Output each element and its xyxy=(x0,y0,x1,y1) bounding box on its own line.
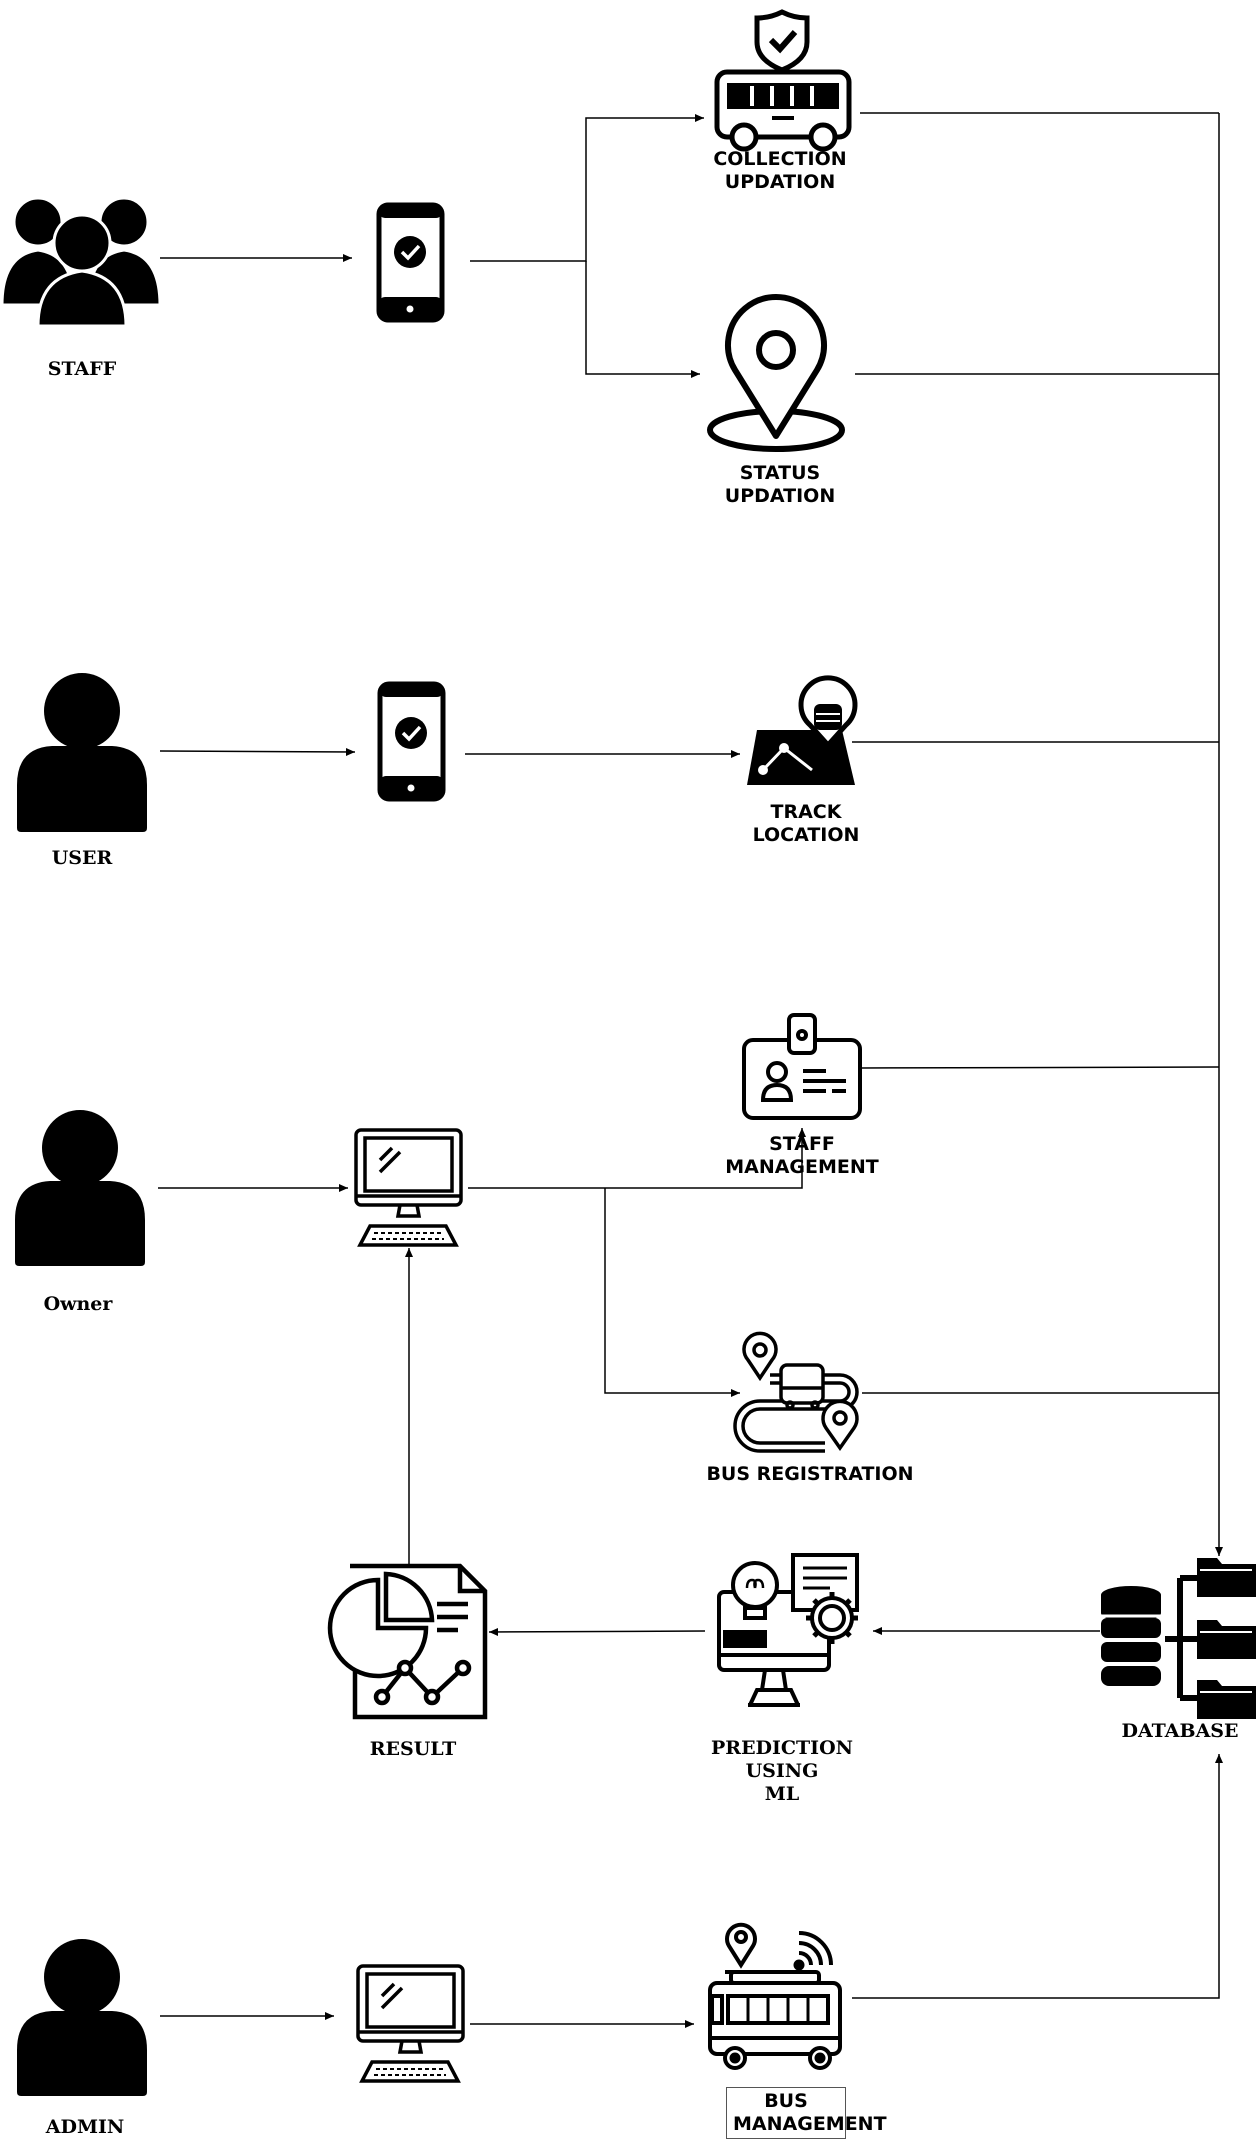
actor-label-staff: STAFF xyxy=(47,358,117,380)
label-line: UPDATION xyxy=(724,484,836,507)
label-bus-management: BUS MANAGEMENT xyxy=(726,2087,887,2139)
label-collection-updation: COLLECTION UPDATION xyxy=(680,148,880,194)
bus-shield-check-icon xyxy=(714,9,852,152)
connector-staffmgmt-bus xyxy=(861,1066,1220,1069)
smartphone-check-icon xyxy=(376,202,445,323)
label-status-updation: STATUS UPDATION xyxy=(680,462,880,508)
bus-route-icon xyxy=(733,1331,859,1453)
report-chart-icon xyxy=(327,1563,488,1720)
label-line: UPDATION xyxy=(724,170,836,193)
label-line: BUS xyxy=(764,2090,808,2112)
label-line: PREDICTION xyxy=(711,1737,853,1759)
label-prediction-using-ml: PREDICTION USING ML xyxy=(682,1737,882,1805)
connector-desktop-busreg xyxy=(604,1188,740,1397)
connector-busmgmt-database xyxy=(852,1754,1223,1999)
desktop-computer-icon xyxy=(354,1128,463,1247)
bus-gps-signal-icon xyxy=(708,1922,842,2070)
label-line: COLLECTION xyxy=(713,148,847,170)
connectors xyxy=(158,112,1223,2028)
smartphone-check-icon xyxy=(377,681,446,802)
database-icon xyxy=(1101,1558,1256,1719)
label-line: STATUS xyxy=(739,462,821,484)
actor-label-owner: Owner xyxy=(43,1293,113,1315)
person-silhouette-icon xyxy=(17,673,147,832)
label-line: LOCATION xyxy=(752,823,860,846)
connector-phone-status xyxy=(585,261,700,378)
ml-monitor-icon xyxy=(717,1553,859,1707)
label-database: DATABASE xyxy=(1121,1720,1239,1742)
label-result: RESULT xyxy=(369,1738,457,1760)
label-line: ML xyxy=(764,1782,800,1805)
label-line: STAFF xyxy=(769,1133,835,1155)
connector-phone-collection xyxy=(470,114,704,262)
desktop-computer-icon xyxy=(356,1964,465,2083)
id-badge-icon xyxy=(742,1013,862,1120)
label-line: TRACK xyxy=(770,801,842,823)
actor-label-admin: ADMIN xyxy=(45,2116,125,2138)
connector-user-phone xyxy=(159,747,356,756)
connector-prediction-result xyxy=(488,1627,706,1636)
label-line: USING xyxy=(745,1759,819,1782)
actor-label-user: USER xyxy=(51,847,113,869)
label-staff-management: STAFF MANAGEMENT xyxy=(702,1133,902,1179)
map-bus-tracking-icon xyxy=(747,675,858,785)
label-line: MANAGEMENT xyxy=(725,1155,879,1178)
connector-desktop-staffmgmt xyxy=(468,1128,806,1189)
label-track-location: TRACK LOCATION xyxy=(706,801,906,847)
label-bus-registration: BUS REGISTRATION xyxy=(706,1463,914,1485)
person-silhouette-icon xyxy=(17,1939,147,2096)
people-group-icon xyxy=(0,196,162,328)
location-pin-icon xyxy=(707,294,845,452)
person-silhouette-icon xyxy=(15,1110,145,1266)
label-line: MANAGEMENT xyxy=(733,2112,887,2135)
